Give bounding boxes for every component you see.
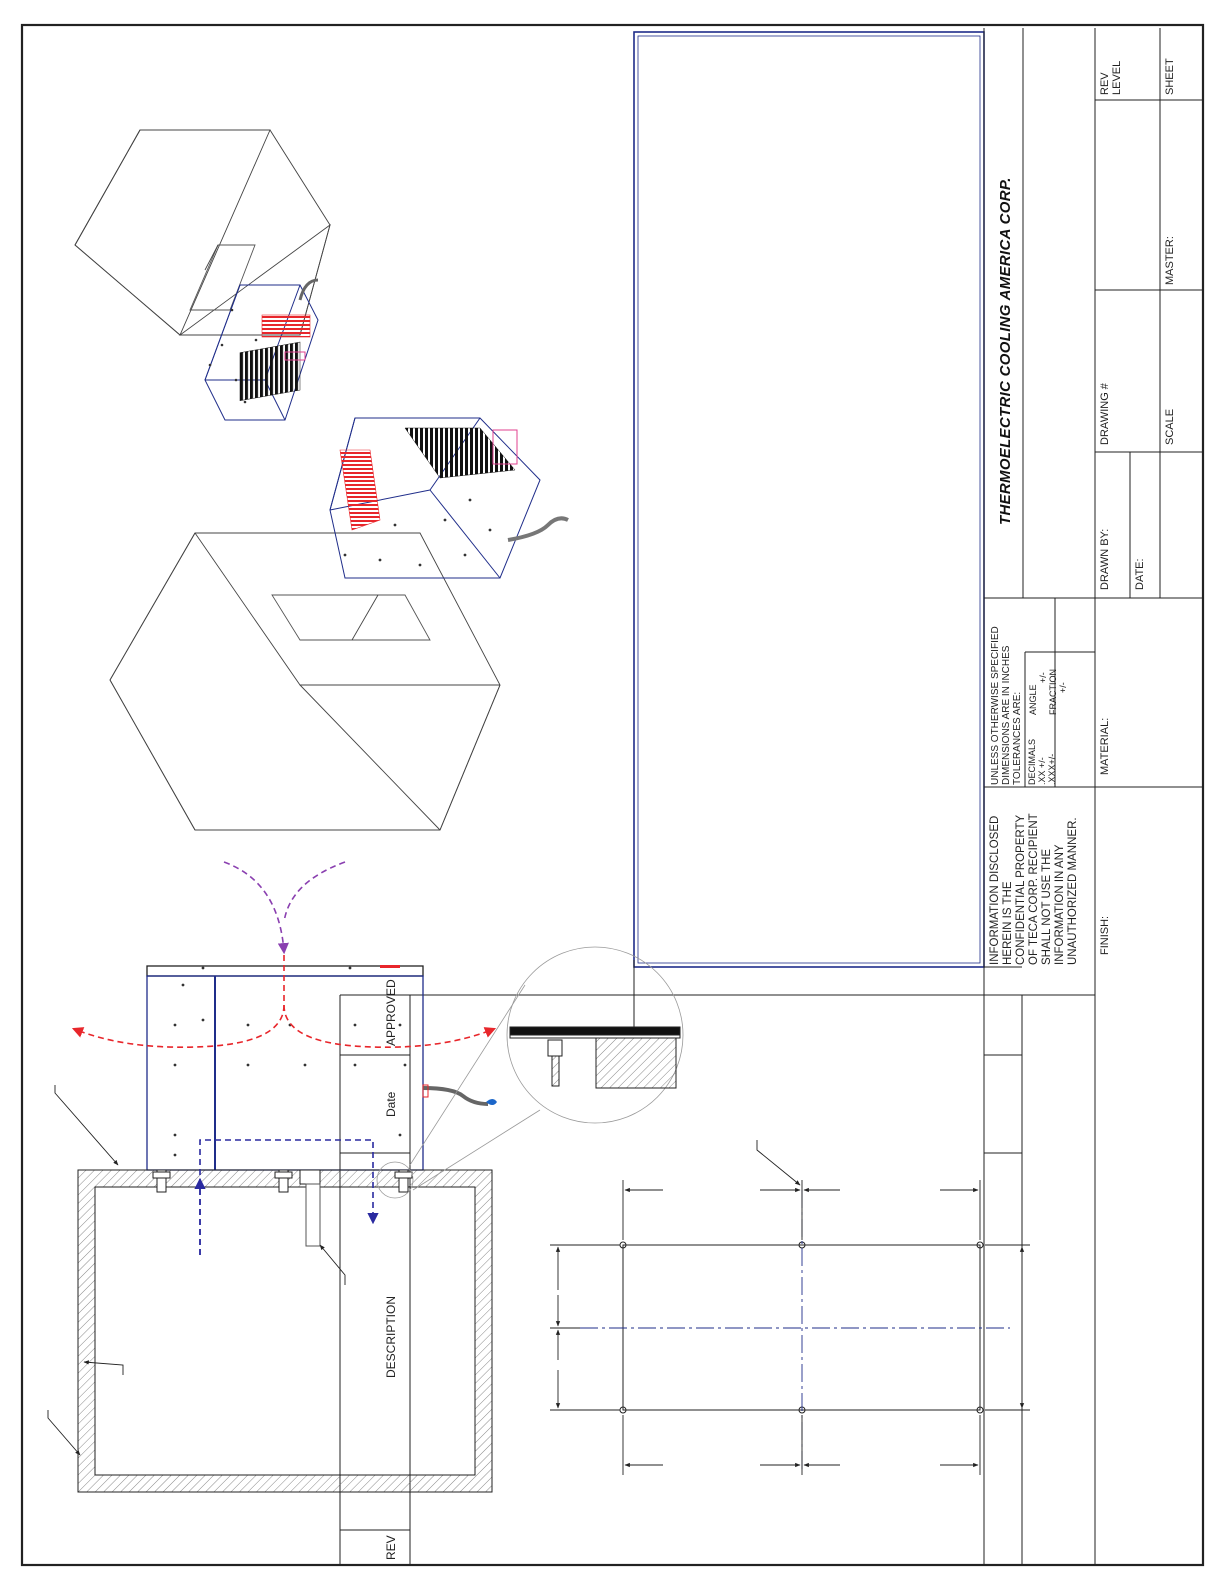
- sheet-border: [20, 23, 1205, 1567]
- drain-tube: [422, 1086, 489, 1106]
- decimals-tolerance: DECIMALS .XX +/- .XXX+/-: [1027, 739, 1057, 785]
- ambient-air-inflow: [223, 861, 346, 955]
- finish-label: FINISH:: [1099, 915, 1111, 955]
- drawing-number-label: DRAWING #: [1099, 383, 1111, 445]
- cooler-unit-iso-large: [329, 417, 569, 579]
- water-drop-icon: [486, 1099, 497, 1105]
- title-block-grid: [633, 28, 1203, 1565]
- tolerance-note-line: DIMENSIONS ARE IN INCHES: [1001, 645, 1012, 785]
- material-label: MATERIAL:: [1099, 717, 1111, 775]
- notice-line: CONFIDENTIAL PROPERTY: [1015, 814, 1027, 965]
- cooler-unit-iso-large-holes: [343, 498, 492, 567]
- angle-tol: +/-: [1038, 672, 1048, 683]
- tolerance-note: UNLESS OTHERWISE SPECIFIED DIMENSIONS AR…: [990, 615, 1023, 785]
- drawn-by-label: DRAWN BY:: [1099, 528, 1111, 590]
- company-name: THERMOELECTRIC COOLING AMERICA CORP.: [997, 177, 1014, 525]
- revision-block-grid: [339, 994, 1095, 1565]
- notice-line: SHALL NOT USE THE: [1041, 848, 1053, 965]
- date-column-header: Date: [384, 1091, 398, 1117]
- fraction-tol: +/-: [1058, 682, 1068, 693]
- notice-line: HEREIN IS THE: [1002, 881, 1014, 966]
- dimension-lines: [550, 1180, 1030, 1475]
- cutout-template: [619, 1241, 984, 1414]
- date-label: DATE:: [1134, 558, 1146, 590]
- xx-tolerance: .XX +/-: [1037, 757, 1047, 785]
- master-label: MASTER:: [1164, 236, 1176, 285]
- rev-level-line: LEVEL: [1111, 60, 1123, 95]
- cooler-housing-holes: [173, 966, 407, 1157]
- notice-line: UNAUTHORIZED MANNER.: [1067, 817, 1079, 965]
- leader-lines: [47, 1085, 801, 1456]
- tolerance-note-line: TOLERANCES ARE:: [1012, 691, 1023, 785]
- tolerance-note-line: UNLESS OTHERWISE SPECIFIED: [990, 626, 1001, 785]
- approved-column-header: APPROVED: [384, 979, 398, 1046]
- enclosure-iso-large: [109, 532, 501, 831]
- scale-label: SCALE: [1164, 408, 1176, 445]
- detail-contents: [509, 960, 681, 1089]
- sheet-label: SHEET: [1164, 58, 1176, 95]
- notice-line: INFORMATION IN ANY: [1054, 844, 1066, 965]
- rev-level-label: REV LEVEL: [1099, 61, 1123, 95]
- xxx-tolerance: .XXX+/-: [1047, 753, 1057, 785]
- angle-label: ANGLE: [1028, 684, 1038, 715]
- cooler-unit-iso-small-holes: [208, 308, 258, 404]
- enclosure-iso-small: [74, 129, 331, 336]
- description-column-header: DESCRIPTION: [384, 1295, 398, 1378]
- confidentiality-notice: INFORMATION DISCLOSED HEREIN IS THE CONF…: [989, 785, 1080, 965]
- notice-line: INFORMATION DISCLOSED: [989, 815, 1001, 965]
- angle-tolerance: ANGLE +/- FRACTION +/-: [1028, 669, 1068, 715]
- enclosure-wall-section: [77, 1169, 493, 1493]
- rev-column-header: REV: [384, 1535, 398, 1560]
- detail-circle: [376, 946, 684, 1199]
- hot-air-outflow: [71, 955, 497, 1048]
- notice-line: OF TECA CORP. RECIPIENT: [1028, 813, 1040, 965]
- fraction-label: FRACTION: [1048, 669, 1058, 715]
- cutout-centerlines: [580, 1190, 1010, 1470]
- cooler-unit-iso-small: [204, 278, 319, 421]
- decimals-label: DECIMALS: [1027, 738, 1037, 785]
- rev-level-line: REV: [1099, 72, 1111, 95]
- cold-air-loop: [194, 1139, 379, 1255]
